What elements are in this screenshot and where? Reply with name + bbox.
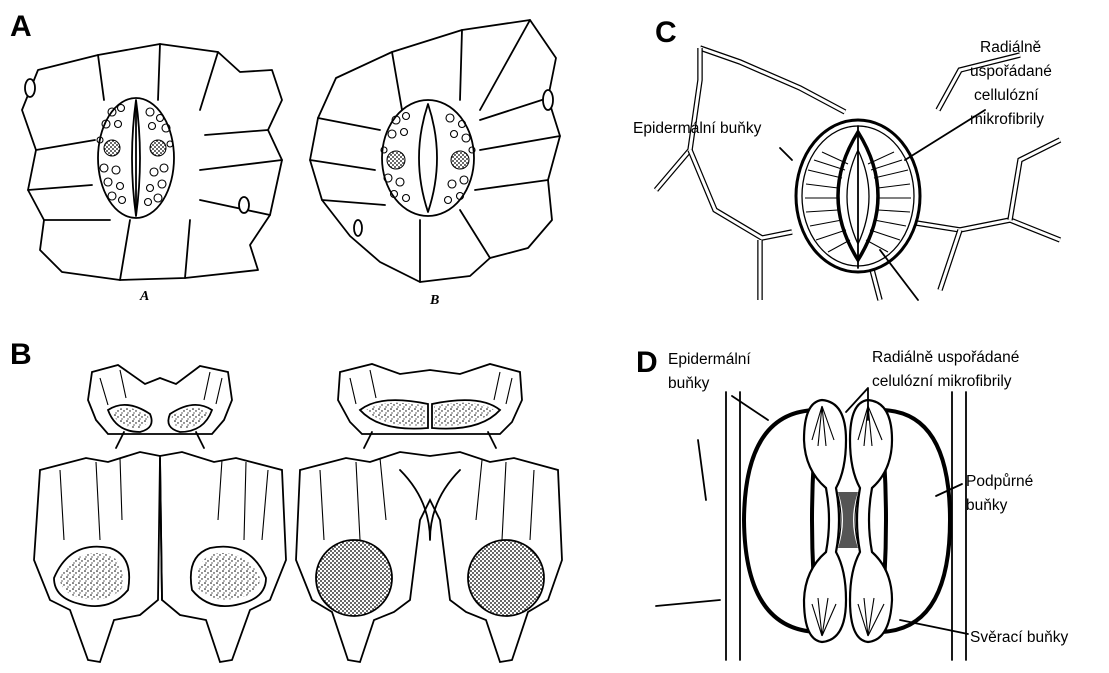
panel-d: D — [636, 346, 1068, 660]
panel-c-label-epidermal: Epidermální buňky — [633, 120, 762, 137]
panel-c-label-fibrils-1: Radiálně — [980, 39, 1041, 56]
panel-d-label-guard: Svěrací buňky — [970, 629, 1068, 646]
panel-d-label-support-1: Podpůrné — [966, 473, 1033, 490]
panel-c-label-fibrils-4: mikrofibrily — [970, 111, 1044, 128]
panel-c-label-fibrils-2: uspořádané — [970, 63, 1052, 80]
panel-b-open-section — [296, 364, 562, 662]
panel-a-stoma-open — [381, 100, 475, 216]
panel-c: C — [633, 16, 1060, 300]
panel-d-label-support-2: buňky — [966, 497, 1008, 514]
panel-c-guard-cells — [796, 120, 920, 272]
panel-d-pointer-guard — [900, 620, 968, 634]
panel-d-pointer-epidermal — [732, 396, 768, 420]
panel-b-letter: B — [10, 338, 32, 371]
panel-d-label-epidermal-1: Epidermální — [668, 351, 751, 368]
panel-a-letter: A — [10, 10, 32, 43]
panel-d-letter: D — [636, 346, 658, 379]
panel-a-right-epidermis: B — [310, 20, 560, 308]
panel-b-closed-section — [34, 365, 286, 662]
panel-c-label-fibrils-3: cellulózní — [974, 87, 1039, 104]
panel-a-sub-label-b: B — [429, 293, 439, 308]
panel-c-letter: C — [655, 16, 677, 49]
panel-a-stoma-closed — [97, 98, 174, 218]
panel-c-pointer-epidermal — [780, 148, 792, 160]
panel-d-label-fibrils-1: Radiálně uspořádané — [872, 349, 1019, 366]
panel-a-left-epidermis: A — [22, 44, 282, 304]
panel-c-pointer-bottom — [880, 250, 918, 300]
panel-d-guard-cells — [804, 400, 892, 642]
panel-a: A — [10, 10, 560, 308]
panel-b: B — [10, 338, 562, 662]
panel-d-label-fibrils-2: celulózní mikrofibrily — [872, 373, 1012, 390]
panel-d-label-epidermal-2: buňky — [668, 375, 710, 392]
panel-a-sub-label-a: A — [139, 289, 149, 304]
